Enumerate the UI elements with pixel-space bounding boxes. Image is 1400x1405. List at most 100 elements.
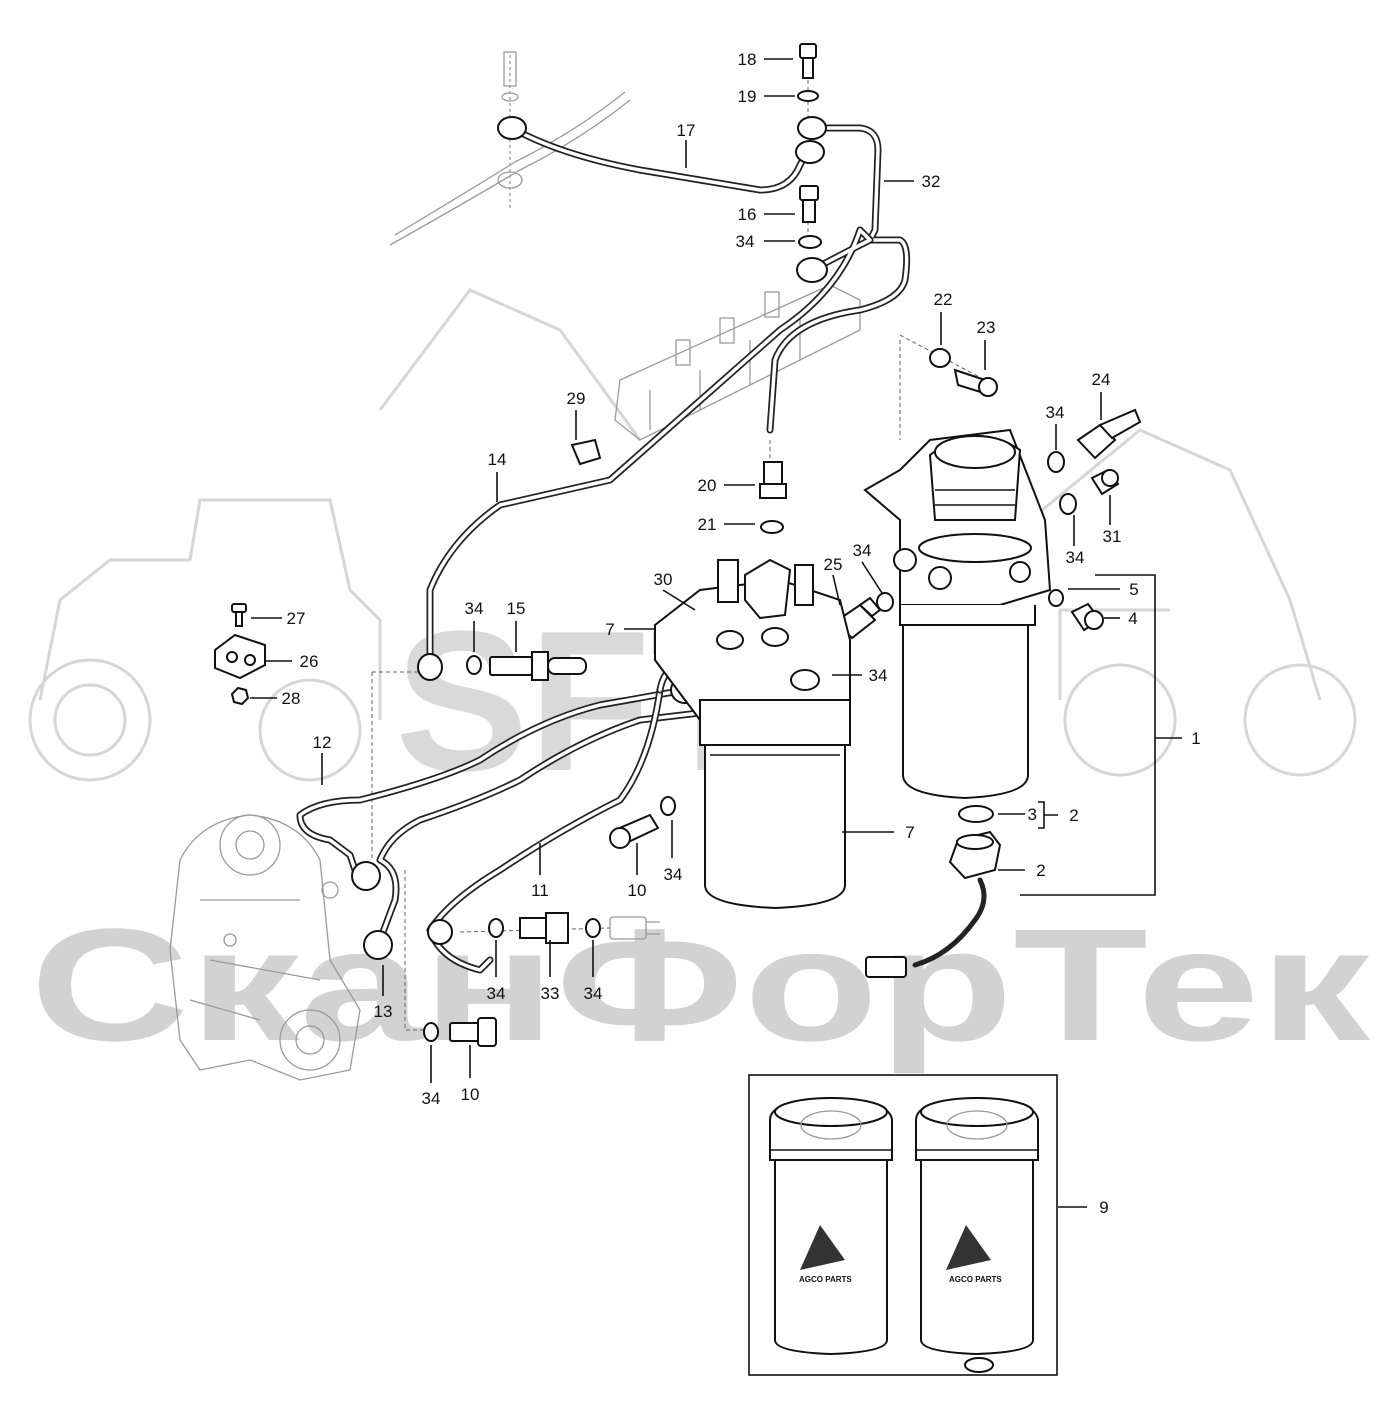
callout-30: 30 xyxy=(654,570,673,589)
o-ring-icon xyxy=(964,1357,994,1373)
banjo-eye xyxy=(797,116,827,140)
washer-34 xyxy=(876,592,894,612)
adapter-33 xyxy=(519,912,569,944)
ghost-high-pressure-pump xyxy=(169,814,361,1081)
agco-logo-icon xyxy=(800,1225,845,1270)
callout-34: 34 xyxy=(422,1089,441,1108)
banjo-eye xyxy=(351,861,381,891)
pipe-32 xyxy=(766,124,911,434)
callout-34: 34 xyxy=(487,984,506,1003)
callout-labels: 18 19 17 32 16 34 22 23 24 34 31 34 29 1… xyxy=(282,50,1201,1217)
leader-lines xyxy=(250,58,1182,1208)
pipe-12 xyxy=(296,686,689,874)
callout-1: 1 xyxy=(1191,729,1200,748)
pipe-11 xyxy=(376,706,729,944)
ghost-fuel-rail xyxy=(389,51,861,441)
watermark-tractor-outline xyxy=(28,288,1357,782)
callout-34: 34 xyxy=(1046,403,1065,422)
washer-34 xyxy=(585,918,601,938)
banjo-eye xyxy=(363,930,393,960)
filter-brand-label: AGCO PARTS xyxy=(949,1275,1002,1284)
callout-18: 18 xyxy=(738,50,757,69)
washer-34 xyxy=(660,796,676,816)
callout-24: 24 xyxy=(1092,370,1111,389)
callout-5: 5 xyxy=(1129,580,1138,599)
banjo-bolt-10-lower xyxy=(449,1017,497,1047)
callout-2: 2 xyxy=(1036,861,1045,880)
callout-34: 34 xyxy=(584,984,603,1003)
filter-elements-box: AGCO PARTS AGCO PARTS xyxy=(748,1074,1058,1376)
fuel-filter-assembly-1 xyxy=(863,428,1052,800)
callout-12: 12 xyxy=(313,733,332,752)
callout-25: 25 xyxy=(824,555,843,574)
plug-4 xyxy=(1070,602,1104,632)
callout-2: 2 xyxy=(1069,806,1078,825)
pipe-11-lower xyxy=(426,686,664,974)
o-ring-5 xyxy=(1048,589,1064,607)
banjo-fittings xyxy=(351,116,828,960)
callout-7: 7 xyxy=(605,620,614,639)
callout-34: 34 xyxy=(736,232,755,251)
clamp-26 xyxy=(214,633,266,680)
callout-3: 3 xyxy=(1028,805,1037,824)
fitting-24 xyxy=(1076,408,1142,460)
banjo-bolt-15 xyxy=(489,651,587,681)
banjo-bolt-16 xyxy=(799,185,819,223)
nut-28 xyxy=(230,686,250,706)
washer-34 xyxy=(466,655,482,675)
assembly-guide-lines xyxy=(371,80,986,1031)
washer-34 xyxy=(488,918,504,938)
callout-34: 34 xyxy=(1066,548,1085,567)
callout-34: 34 xyxy=(465,599,484,618)
callout-21: 21 xyxy=(698,515,717,534)
washer-22 xyxy=(929,348,951,368)
callout-15: 15 xyxy=(507,599,526,618)
filter-element-left: AGCO PARTS xyxy=(769,1096,893,1356)
pipe-14 xyxy=(426,226,874,664)
callout-34: 34 xyxy=(853,541,872,560)
callout-10: 10 xyxy=(628,881,647,900)
callout-33: 33 xyxy=(541,984,560,1003)
banjo-eye xyxy=(417,653,443,681)
o-ring-3 xyxy=(958,805,994,823)
callout-20: 20 xyxy=(698,476,717,495)
banjo-eye xyxy=(796,257,828,283)
plug-31 xyxy=(1090,468,1120,496)
water-sensor-2 xyxy=(865,830,1002,978)
banjo-eye xyxy=(497,116,527,140)
bolt-27 xyxy=(231,603,247,627)
callout-19: 19 xyxy=(738,87,757,106)
watermark-company-text: СканФорТек xyxy=(30,895,1371,1074)
callout-26: 26 xyxy=(300,652,319,671)
banjo-bolt-18 xyxy=(799,43,817,79)
callout-10: 10 xyxy=(461,1085,480,1104)
fuel-filter-7 xyxy=(654,558,851,910)
banjo-eye xyxy=(427,919,453,945)
bolt-23 xyxy=(953,368,998,397)
washer-34 xyxy=(798,235,822,249)
callout-22: 22 xyxy=(934,290,953,309)
clip-29 xyxy=(570,438,602,466)
callout-32: 32 xyxy=(922,172,941,191)
callout-17: 17 xyxy=(677,121,696,140)
callout-28: 28 xyxy=(282,689,301,708)
callout-34: 34 xyxy=(869,666,888,685)
fitting-20 xyxy=(759,461,787,499)
washer-19 xyxy=(797,90,819,102)
callout-9: 9 xyxy=(1099,1198,1108,1217)
callout-14: 14 xyxy=(488,450,507,469)
banjo-bolt-10 xyxy=(609,813,660,849)
callout-11: 11 xyxy=(531,881,549,900)
filter-element-right: AGCO PARTS xyxy=(915,1096,1039,1356)
agco-logo-icon xyxy=(946,1225,991,1270)
washer-34 xyxy=(1059,493,1077,515)
callout-34: 34 xyxy=(664,865,683,884)
callout-7: 7 xyxy=(905,823,914,842)
callout-29: 29 xyxy=(567,389,586,408)
filter-brand-label: AGCO PARTS xyxy=(799,1275,852,1284)
pipe-17 xyxy=(508,124,812,194)
callout-27: 27 xyxy=(287,609,306,628)
banjo-eye xyxy=(795,140,825,164)
